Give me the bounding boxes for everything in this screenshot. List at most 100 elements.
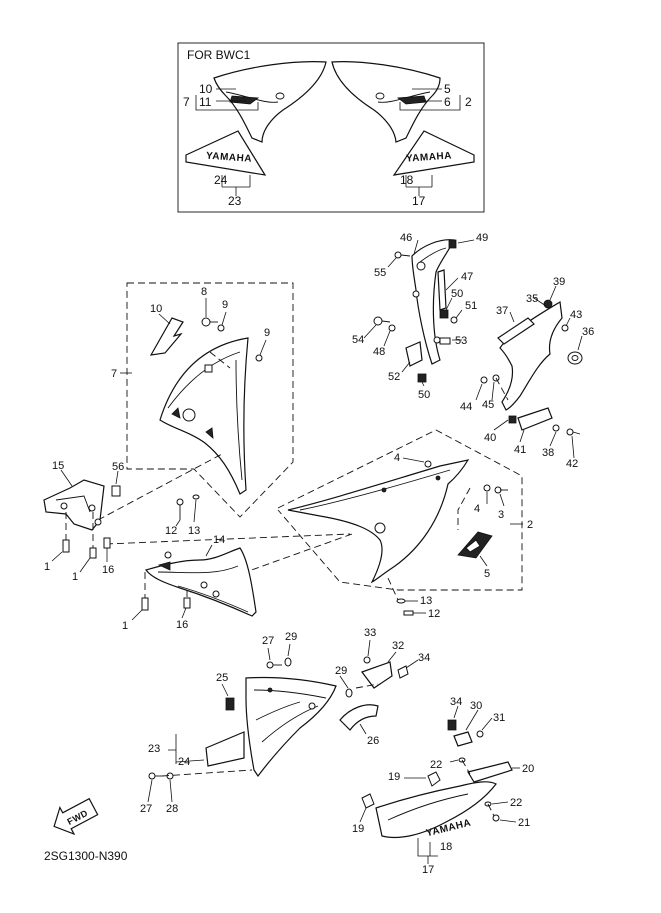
callout-13a: 13 (420, 595, 432, 607)
bracket-35 (499, 301, 563, 411)
tail-cover (375, 781, 497, 839)
callout-22a: 22 (430, 759, 442, 771)
yamaha-logo-left: YAMAHA (206, 151, 253, 165)
callout-24: 24 (178, 756, 190, 768)
callout-8: 8 (201, 286, 207, 298)
callout-43: 43 (570, 309, 582, 321)
callout-13: 13 (188, 525, 200, 537)
decal-24 (205, 731, 245, 767)
callout-47: 47 (461, 271, 473, 283)
inset-left-decal (185, 130, 267, 176)
callout-18: 18 (440, 841, 452, 853)
callout-44: 44 (460, 401, 472, 413)
callout-7-inset: 7 (183, 95, 190, 109)
callout-35: 35 (526, 293, 538, 305)
callout-4a: 4 (394, 452, 400, 464)
callout-1c: 1 (122, 620, 128, 632)
bracket-15 (43, 479, 105, 531)
callout-54: 54 (352, 334, 364, 346)
side-cover-upper-left (159, 337, 249, 495)
callout-52: 52 (388, 371, 400, 383)
callout-36: 36 (582, 326, 594, 338)
decal-10 (149, 317, 184, 356)
callout-21: 21 (518, 817, 530, 829)
callout-41: 41 (514, 444, 526, 456)
callout-34a: 34 (418, 652, 430, 664)
inset-right-decal (392, 130, 475, 176)
callout-51: 51 (465, 300, 477, 312)
callout-23-inset: 23 (228, 194, 242, 208)
plate-41 (517, 407, 553, 431)
callout-9a: 9 (222, 299, 228, 311)
callout-9b: 9 (264, 327, 270, 339)
callout-56: 56 (112, 461, 124, 473)
callout-45: 45 (482, 399, 494, 411)
callout-19a: 19 (388, 771, 400, 783)
inset-title: FOR BWC1 (187, 48, 251, 62)
callout-25: 25 (216, 672, 228, 684)
callout-22: 22 (510, 797, 522, 809)
callout-3: 3 (498, 509, 504, 521)
callout-14: 14 (213, 534, 225, 546)
callout-19: 19 (352, 823, 364, 835)
callout-42: 42 (566, 458, 578, 470)
bracket-26 (339, 704, 379, 731)
callout-40: 40 (484, 432, 496, 444)
tail-piece-20 (467, 761, 513, 783)
callout-10: 10 (150, 303, 162, 315)
callout-49: 49 (476, 232, 488, 244)
yamaha-logo-right: YAMAHA (406, 150, 453, 164)
callout-15: 15 (52, 460, 64, 472)
callout-33: 33 (364, 627, 376, 639)
callout-16: 16 (176, 619, 188, 631)
bracket-30 (453, 731, 473, 747)
group-15-bracket: 15 56 1 1 16 (43, 460, 124, 583)
side-cover-main (287, 459, 470, 584)
group-23-lower-side: 27 29 25 23 24 29 26 27 28 (140, 631, 379, 815)
callout-6: 6 (444, 95, 451, 109)
inset-left-graphic (229, 95, 260, 105)
group-35-bracket: 39 35 37 43 36 44 45 40 41 38 42 (460, 276, 594, 470)
callout-50a: 50 (451, 288, 463, 300)
callout-53: 53 (455, 335, 467, 347)
callout-4b: 4 (474, 503, 480, 515)
callout-16a: 16 (102, 564, 114, 576)
callout-48: 48 (373, 346, 385, 358)
callout-55: 55 (374, 267, 386, 279)
group-2-side-panel: 4 4 3 2 5 13 12 (277, 429, 533, 620)
lower-cover-14 (144, 547, 257, 617)
callout-1b: 1 (72, 571, 78, 583)
callout-23: 23 (148, 743, 160, 755)
callout-32: 32 (392, 640, 404, 652)
clip-52 (405, 341, 423, 367)
callout-1a: 1 (44, 561, 50, 573)
group-7-upper-side-panel: 8 9 9 10 7 (111, 282, 294, 518)
group-17-tail-cover: YAMAHA 34 30 31 22 20 19 19 22 21 (352, 696, 534, 876)
callout-5: 5 (484, 568, 490, 580)
inset-bwc1: FOR BWC1 YAMAHA YAMAHA 10 7 11 5 6 2 24 … (177, 42, 485, 213)
fwd-arrow-icon: FWD (53, 797, 99, 836)
callout-28: 28 (166, 803, 178, 815)
callout-27b: 27 (140, 803, 152, 815)
callout-12: 12 (165, 525, 177, 537)
callout-18-inset: 18 (400, 173, 414, 187)
callout-29a: 29 (285, 631, 297, 643)
callout-7: 7 (111, 368, 117, 380)
callout-17: 17 (422, 864, 434, 876)
callout-2-inset: 2 (465, 95, 472, 109)
callout-10-inset: 10 (199, 82, 213, 96)
callout-5-inset: 5 (444, 82, 451, 96)
group-14-lower-panel: 14 12 13 1 16 (122, 494, 257, 632)
group-32-bracket: 33 32 34 (355, 627, 430, 689)
strip-37 (497, 317, 535, 345)
inset-right-graphic (396, 95, 427, 105)
callout-34b: 34 (450, 696, 462, 708)
callout-27a: 27 (262, 635, 274, 647)
callout-39: 39 (553, 276, 565, 288)
callout-31: 31 (493, 712, 505, 724)
callout-50b: 50 (418, 389, 430, 401)
callout-24-inset: 24 (214, 173, 228, 187)
callout-12a: 12 (428, 608, 440, 620)
callout-26: 26 (367, 735, 379, 747)
